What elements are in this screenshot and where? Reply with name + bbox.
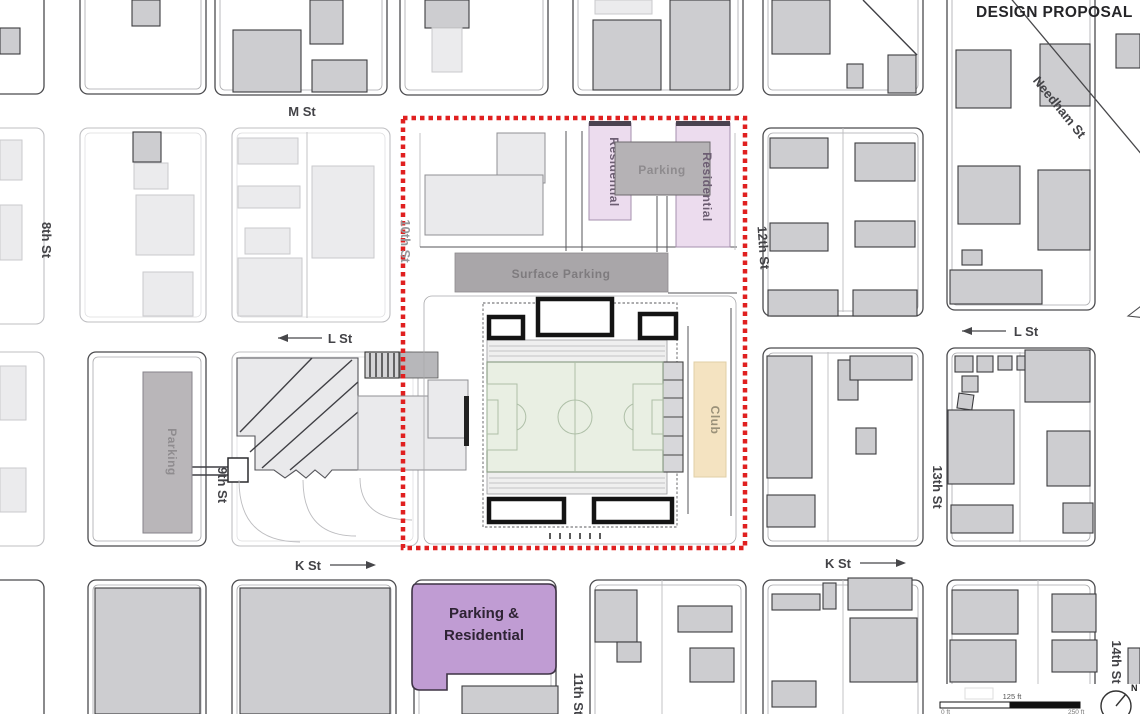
parking-residential-label-2: Residential — [444, 627, 524, 644]
13th-st-label: 13th St — [930, 465, 945, 509]
site-boundary — [400, 115, 748, 551]
parking-residential-label-1: Parking & — [449, 605, 519, 622]
m-st-label: M St — [288, 104, 316, 119]
l-st-west-label: L St — [278, 331, 353, 346]
svg-text:K St: K St — [295, 558, 322, 573]
street-labels: M St L St L St K St K St 8th St 9th St 1… — [39, 104, 1124, 714]
parking-garage: Parking — [614, 141, 711, 196]
north-label: N — [1131, 683, 1138, 693]
surface-parking: Surface Parking — [454, 252, 669, 293]
11th-st-label: 11th St — [571, 673, 586, 714]
scale-mid-label: 125 ft — [1003, 692, 1023, 701]
l-st-east-label: L St — [962, 324, 1039, 339]
warehouse-block — [178, 351, 469, 543]
stadium-site: Residential Parking Residential Surface … — [400, 115, 748, 551]
surface-parking-label: Surface Parking — [512, 267, 611, 281]
bridge-landing — [227, 457, 249, 483]
stand-sw — [486, 496, 567, 525]
svg-text:K St: K St — [825, 556, 852, 571]
club-building: Club — [687, 308, 732, 516]
stand-se — [591, 496, 675, 525]
stand-ne — [637, 311, 679, 341]
west-parking-structure: Parking — [142, 371, 193, 534]
12th-st-label: 12th St — [754, 226, 772, 271]
scale-start-label: 0 ft — [941, 709, 950, 714]
west-parking-label: Parking — [165, 428, 179, 476]
page-title: DESIGN PROPOSAL — [976, 4, 1133, 21]
parking-garage-label: Parking — [638, 163, 686, 177]
stand-nw — [486, 314, 526, 341]
svg-text:L St: L St — [1014, 324, 1039, 339]
scale-end-label: 250 ft — [1068, 709, 1084, 714]
stand-north — [535, 296, 615, 338]
k-st-east-label: K St — [825, 556, 906, 571]
svg-text:L St: L St — [328, 331, 353, 346]
14th-st-label: 14th St — [1109, 640, 1124, 684]
k-st-west-label: K St — [295, 558, 376, 573]
8th-st-label: 8th St — [39, 222, 54, 259]
soccer-field — [486, 361, 664, 473]
north-indicator: N — [1100, 683, 1138, 714]
10th-st-label: 10th St — [398, 219, 413, 263]
stadium — [482, 296, 684, 539]
scale-bar: 125 ft 0 ft 250 ft N — [926, 683, 1140, 714]
parking-residential-building: Parking & Residential — [411, 583, 557, 691]
residential-right-label: Residential — [700, 152, 714, 222]
club-label: Club — [708, 406, 722, 435]
9th-st-label: 9th St — [215, 467, 230, 504]
